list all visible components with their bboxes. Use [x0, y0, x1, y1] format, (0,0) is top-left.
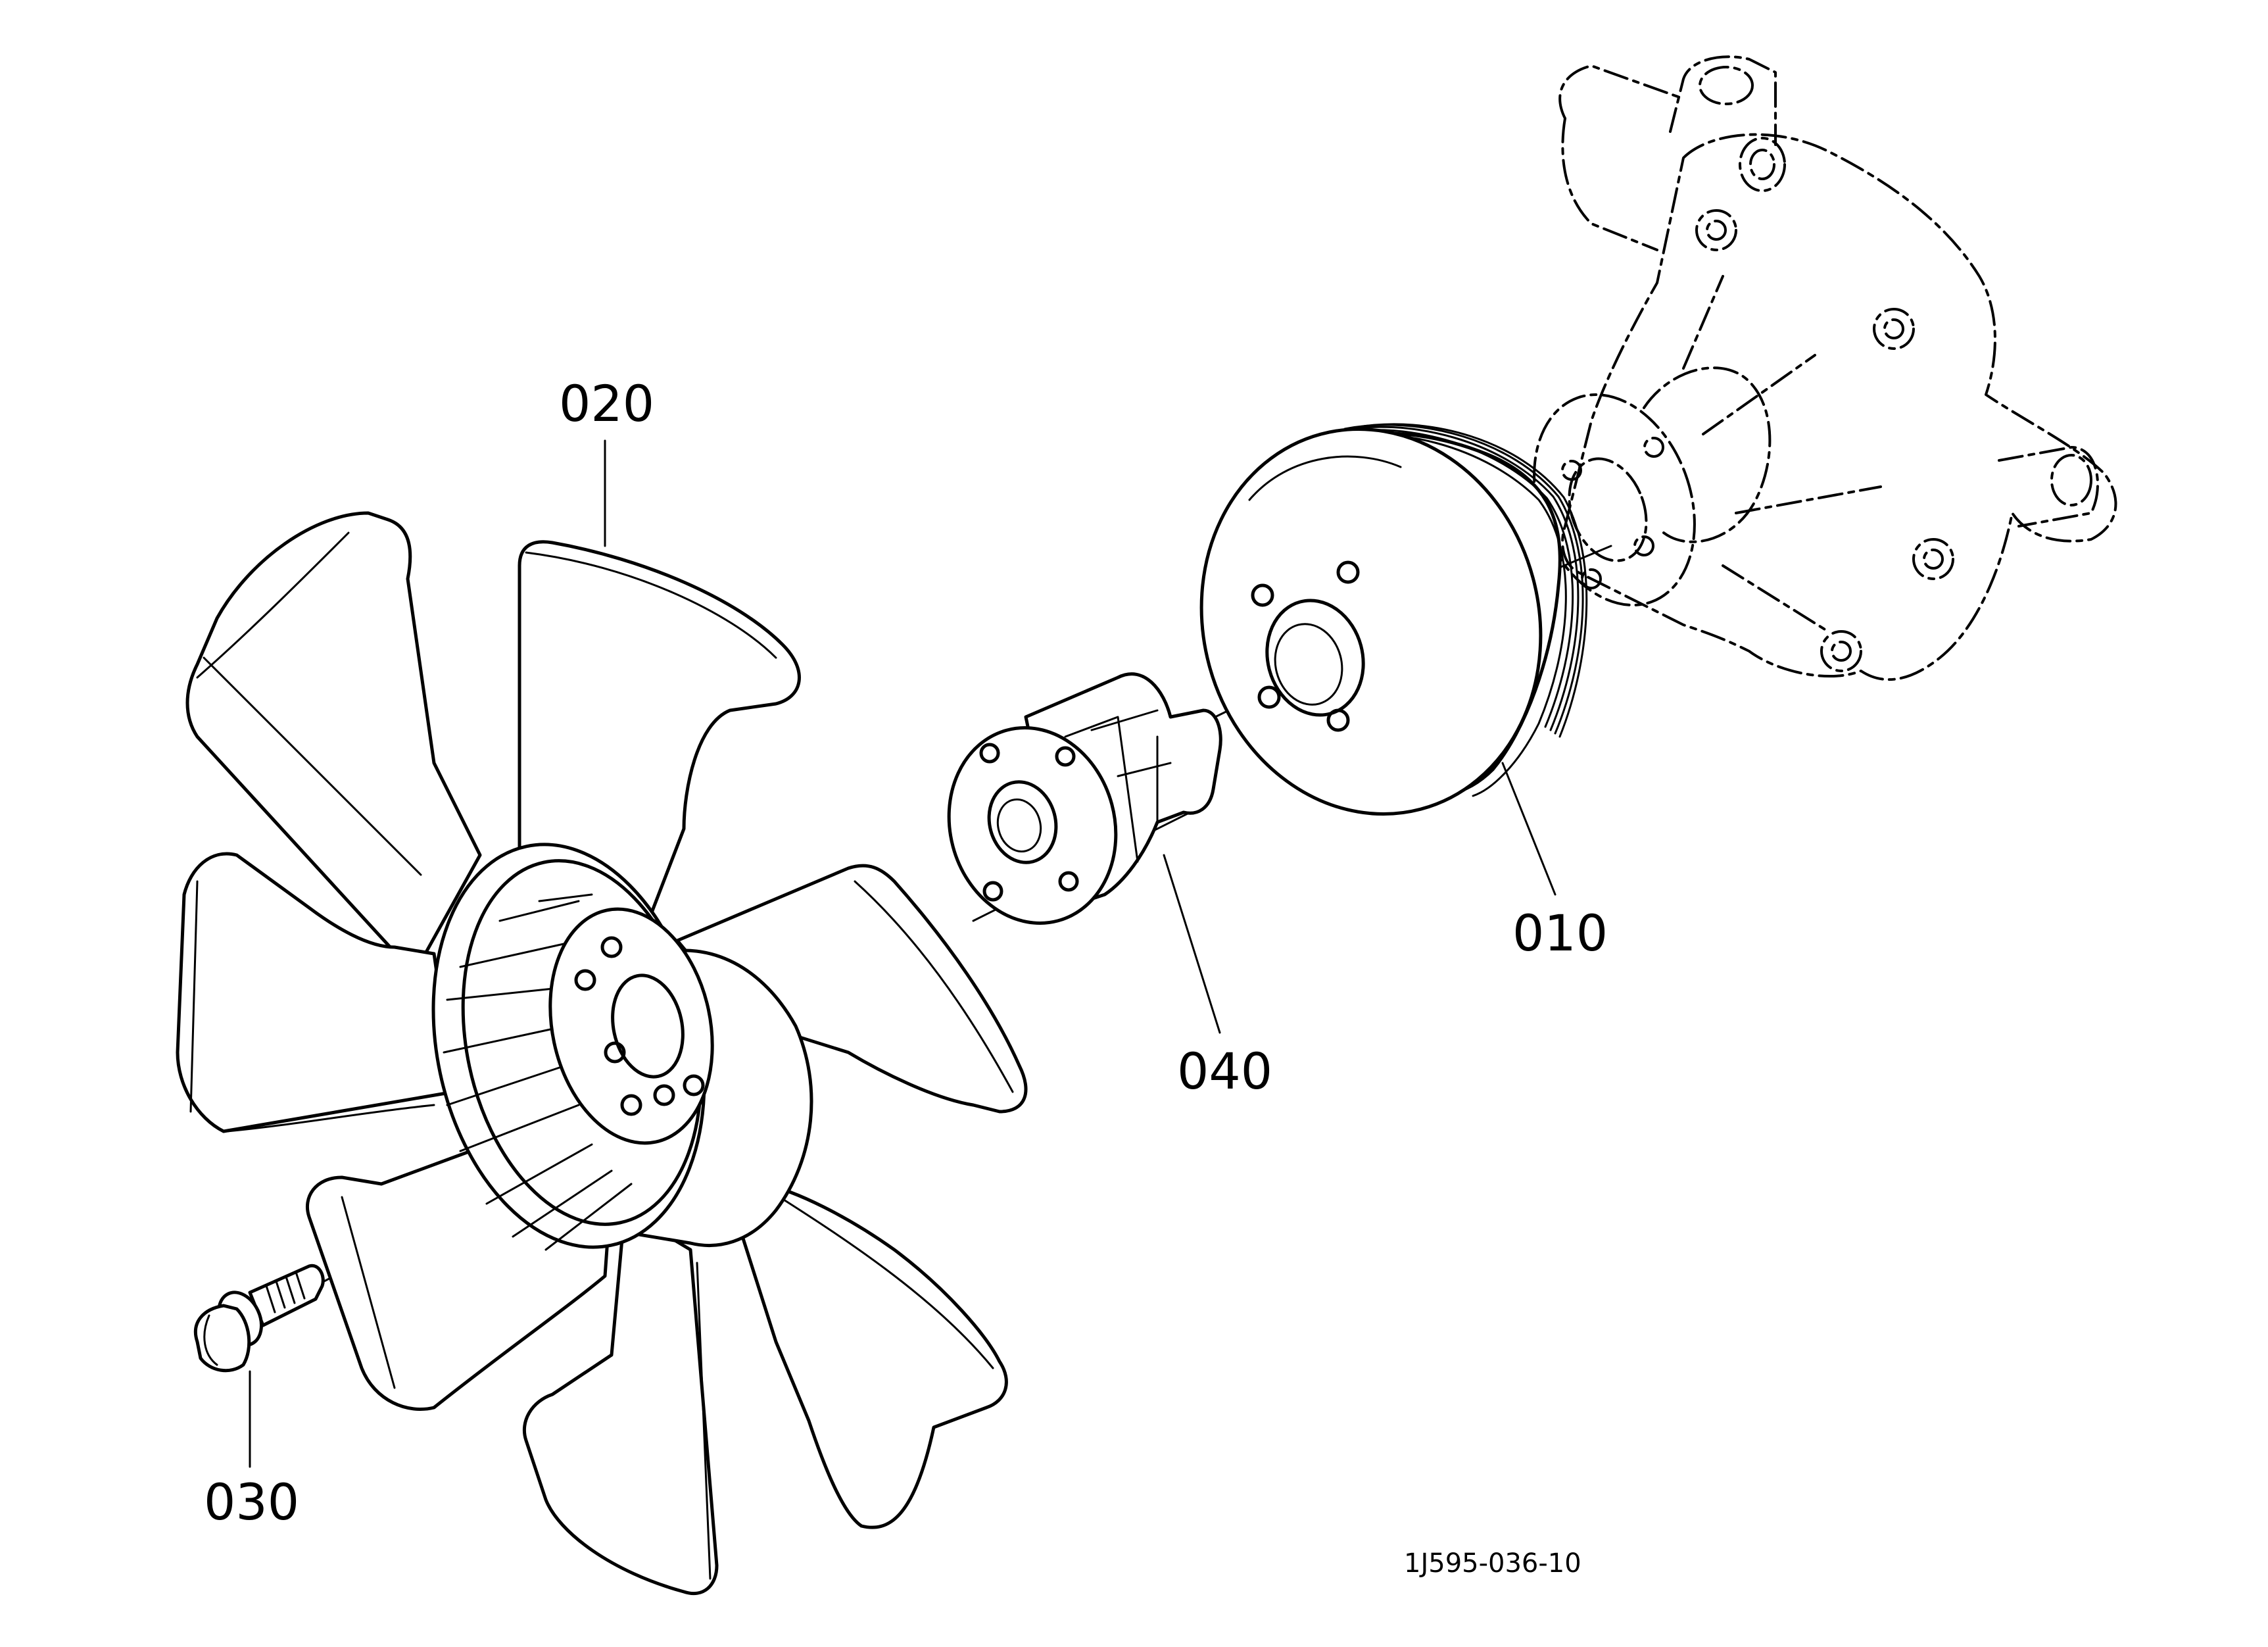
leader-lines — [249, 439, 1556, 1468]
water-pump-reference — [1533, 55, 2117, 681]
leader-line-010 — [1501, 762, 1556, 896]
drawing-code: 1J595-036-10 — [1404, 1548, 1581, 1579]
cooling-fan — [176, 511, 1028, 1596]
fan-spacer — [947, 672, 1222, 925]
callout-030: 030 — [204, 1473, 299, 1531]
flange-bolt — [193, 1264, 325, 1373]
callout-labels: 010 020 030 040 — [204, 374, 1608, 1531]
callout-010: 010 — [1512, 904, 1608, 962]
callout-040: 040 — [1177, 1042, 1272, 1100]
leader-line-040 — [1163, 854, 1221, 1034]
callout-020: 020 — [559, 374, 654, 433]
pulley — [1199, 423, 1588, 816]
